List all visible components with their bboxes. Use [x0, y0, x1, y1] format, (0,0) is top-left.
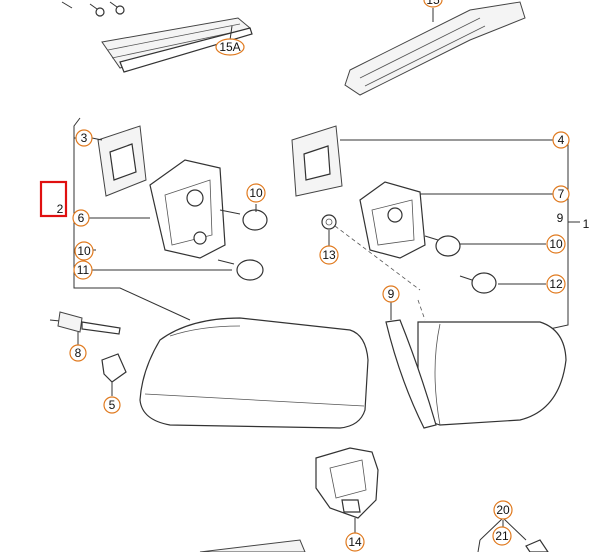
bulb-11 — [217, 259, 264, 281]
callout-6[interactable]: 6 — [72, 209, 90, 227]
callout-20-label: 20 — [496, 503, 510, 517]
callout-10-left[interactable]: 10 — [74, 241, 94, 261]
callout-6-label: 6 — [78, 211, 85, 225]
callout-3[interactable]: 3 — [75, 129, 93, 147]
callout-4-label: 4 — [558, 133, 565, 147]
bulb-10-right — [424, 235, 461, 257]
gasket-3 — [97, 125, 147, 197]
bracket-14 — [315, 447, 379, 534]
bulb-12 — [459, 272, 497, 294]
bulb-carrier-right — [359, 181, 426, 259]
callout-9-right[interactable]: 9 — [557, 211, 564, 225]
callout-12[interactable]: 12 — [546, 274, 566, 294]
callout-9-center-label: 9 — [388, 287, 395, 301]
callout-10-left-label: 10 — [77, 244, 91, 258]
callout-15[interactable]: 15 — [423, 0, 443, 8]
callout-10-top-left[interactable]: 10 — [246, 183, 266, 203]
callout-10-right-label: 10 — [549, 237, 563, 251]
callout-13[interactable]: 13 — [319, 245, 339, 265]
callout-10-right[interactable]: 10 — [546, 234, 566, 254]
callout-14-label: 14 — [348, 535, 362, 549]
callout-15a-label: 15A — [219, 40, 240, 54]
callout-14[interactable]: 14 — [345, 532, 365, 552]
tail-light-right — [385, 299, 567, 429]
callout-7-label: 7 — [558, 187, 565, 201]
cable-8 — [49, 311, 121, 345]
callout-11-label: 11 — [77, 263, 90, 277]
screws — [61, 1, 125, 17]
callout-1-label: 1 — [583, 217, 590, 231]
callout-21[interactable]: 21 — [492, 526, 512, 546]
nut-13 — [321, 214, 421, 291]
callout-13-label: 13 — [322, 248, 336, 262]
bracket-left — [73, 117, 191, 321]
callout-1[interactable]: 1 — [583, 217, 590, 231]
callout-15a[interactable]: 15A — [215, 38, 245, 56]
clip-5 — [101, 353, 127, 396]
callout-7[interactable]: 7 — [552, 185, 570, 203]
trim-strip-15 — [344, 1, 526, 96]
callout-12-label: 12 — [549, 277, 563, 291]
callout-20[interactable]: 20 — [493, 500, 513, 520]
bulb-10-left — [219, 204, 268, 231]
gasket-4 — [291, 125, 343, 197]
bottom-strip — [199, 539, 306, 552]
callout-5[interactable]: 5 — [103, 396, 121, 414]
callout-2-label: 2 — [57, 202, 64, 216]
tail-light-left — [139, 317, 369, 429]
callout-10-top-left-label: 10 — [249, 186, 263, 200]
callout-11[interactable]: 11 — [73, 260, 93, 280]
bulb-carrier-left — [149, 159, 226, 259]
callout-21-label: 21 — [495, 529, 509, 543]
callout-8[interactable]: 8 — [69, 344, 87, 362]
trim-strip-15a — [61, 1, 253, 73]
callout-2[interactable]: 2 — [57, 202, 64, 216]
callout-9-center[interactable]: 9 — [382, 285, 400, 303]
callout-5-label: 5 — [109, 398, 116, 412]
bottom-right-parts-20-21 — [477, 517, 549, 552]
callout-15-label: 15 — [426, 0, 440, 7]
highlight-box — [39, 180, 68, 218]
callout-9-right-label: 9 — [557, 211, 564, 225]
callout-8-label: 8 — [75, 346, 82, 360]
callout-4[interactable]: 4 — [552, 131, 570, 149]
callout-3-label: 3 — [81, 131, 88, 145]
